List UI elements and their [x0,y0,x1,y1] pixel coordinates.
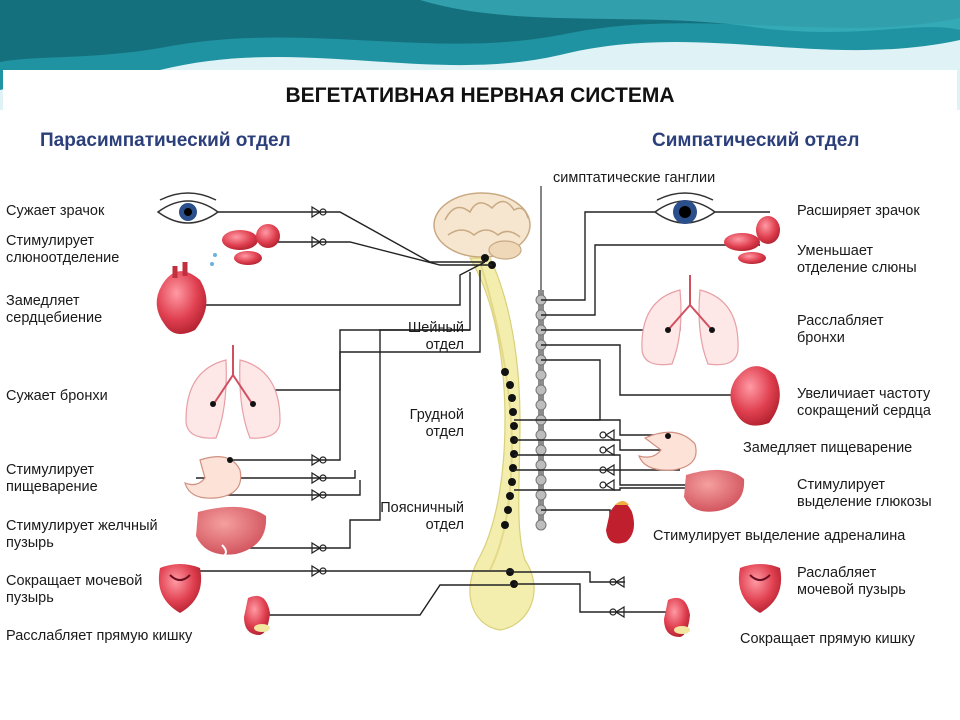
salivary-glands-left-illustration [210,224,280,266]
bladder-left-illustration [158,564,202,613]
spine-region-thoracic-label: Грудной отдел [409,407,464,440]
para-effect-heart-label: Замедляет сердцебиение [6,293,103,326]
brain-illustration [433,192,531,260]
parasympathetic-ganglion-markers [311,205,327,578]
adrenal-kidney-illustration [606,501,634,544]
lungs-right-illustration [641,275,739,366]
symp-effect-rectum-label: Сокращает прямую кишку [740,631,915,647]
rectum-right-illustration [664,597,690,637]
parasympathetic-nerves [172,211,514,616]
decorative-wave-banner [0,0,960,110]
liver-left-illustration [196,506,267,558]
symp-effect-heart-label: Увеличиает частоту сокращений сердца [797,386,931,419]
para-effect-bladder-label: Сокращает мочевой пузырь [6,573,143,606]
sympathetic-ganglion-markers [599,428,625,619]
symp-effect-pupil-label: Расширяет зрачок [797,203,920,219]
symp-effect-saliva-label: Уменьшает отделение слюны [797,243,917,276]
heart-right-illustration [730,366,780,426]
salivary-glands-right-illustration [724,216,780,264]
liver-right-illustration [684,469,745,512]
parasympathetic-section-title: Парасимпатический отдел [40,130,291,151]
eye-left-illustration [156,192,220,224]
spinal-nerve-nodes [481,254,518,588]
sympathetic-nerves [514,211,770,613]
para-effect-digestion-label: Стимулирует пищеварение [6,462,98,495]
symp-effect-bronchi-label: Расслабляет бронхи [797,313,884,346]
lungs-left-illustration [185,345,281,439]
heart-left-illustration [156,262,207,334]
spine-region-cervical-label: Шейный отдел [408,320,464,353]
stomach-left-illustration [184,456,242,499]
para-effect-pupil-label: Сужает зрачок [6,203,105,219]
symp-effect-adrenaline-label: Стимулирует выделение адреналина [653,528,906,544]
diagram-title: ВЕГЕТАТИВНАЯ НЕРВНАЯ СИСТЕМА [285,84,675,107]
sympathetic-ganglia-label: симптатические ганглии [553,170,716,186]
sympathetic-ganglia-chain [535,186,547,531]
spine-region-lumbar-label: Поясничный отдел [380,500,464,533]
para-effect-rectum-label: Расслабляет прямую кишку [6,628,193,644]
para-effect-saliva-label: Стимулирует слюноотделение [6,233,120,266]
para-effect-gallbladder-label: Стимулирует желчный пузырь [6,518,158,551]
rectum-left-illustration [244,595,270,635]
eye-right-illustration [653,192,717,224]
sympathetic-section-title: Симпатический отдел [652,130,860,151]
bladder-right-illustration [738,564,782,613]
stomach-right-illustration [638,431,697,471]
para-effect-bronchi-label: Сужает бронхи [6,388,108,404]
symp-effect-bladder-label: Раслабляет мочевой пузырь [797,565,906,598]
symp-effect-glucose-label: Стимулирует выделение глюкозы [797,477,932,510]
symp-effect-digestion-label: Замедляет пищеварение [743,440,913,456]
